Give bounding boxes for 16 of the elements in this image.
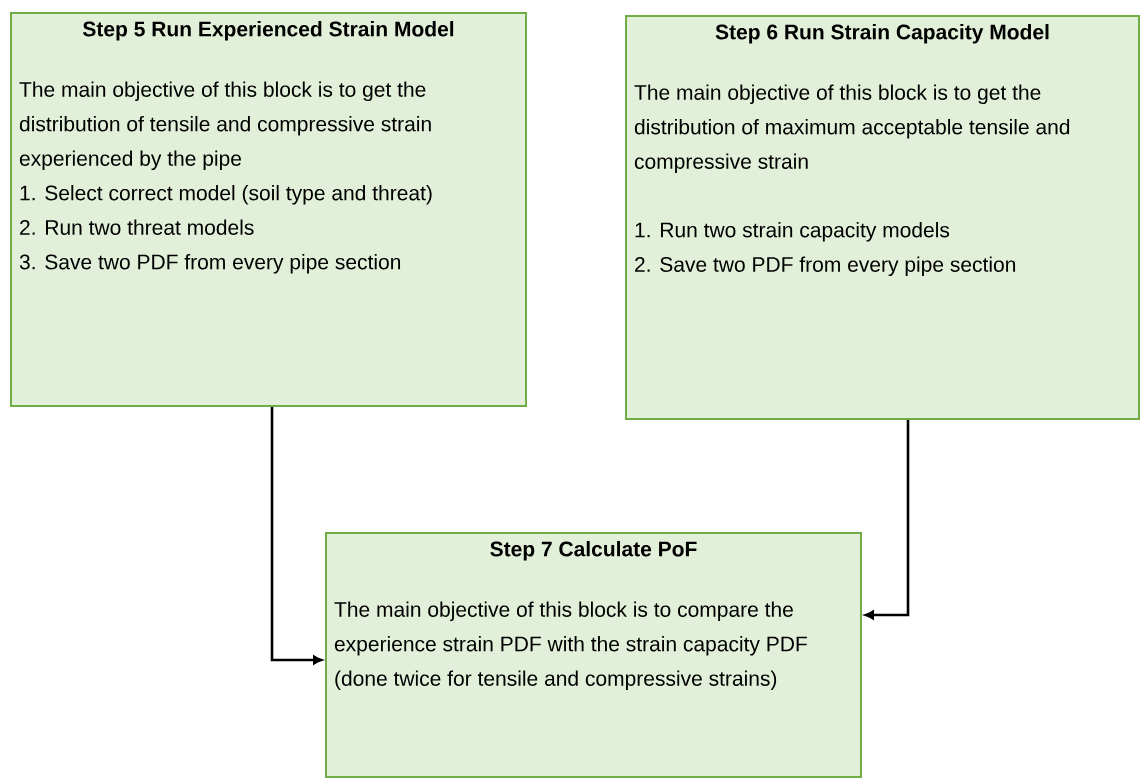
- arrow: [864, 420, 910, 620]
- description-text: The main objective of this block is to get the distribution of maximum acceptable tensile and compressive strain: [634, 84, 1070, 174]
- step-title: Step 7 Calculate PoF: [490, 541, 697, 561]
- list-item: 1. Select correct model (soil type and threat): [20, 185, 432, 205]
- description-text: The main objective of this block is to compare the experience strain PDF with the strain capacity PDF (done twice for tensile and compressive strains): [334, 601, 807, 691]
- step-box: [325, 532, 862, 778]
- step-box: [10, 12, 527, 407]
- step-title: Step 5 Run Experienced Strain Model: [83, 21, 454, 41]
- list-item: 3. Save two PDF from every pipe section: [19, 254, 401, 274]
- arrow: [270, 407, 323, 665]
- description-text: The main objective of this block is to get the distribution of tensile and compressive strain experienced by the pipe: [19, 81, 431, 171]
- step-box: [625, 15, 1140, 420]
- list-item: 2. Run two threat models: [20, 219, 254, 235]
- list-item: 1. Run two strain capacity models: [635, 222, 950, 242]
- list-item: 2. Save two PDF from every pipe section: [635, 256, 1016, 277]
- step-title: Step 6 Run Strain Capacity Model: [715, 24, 1049, 44]
